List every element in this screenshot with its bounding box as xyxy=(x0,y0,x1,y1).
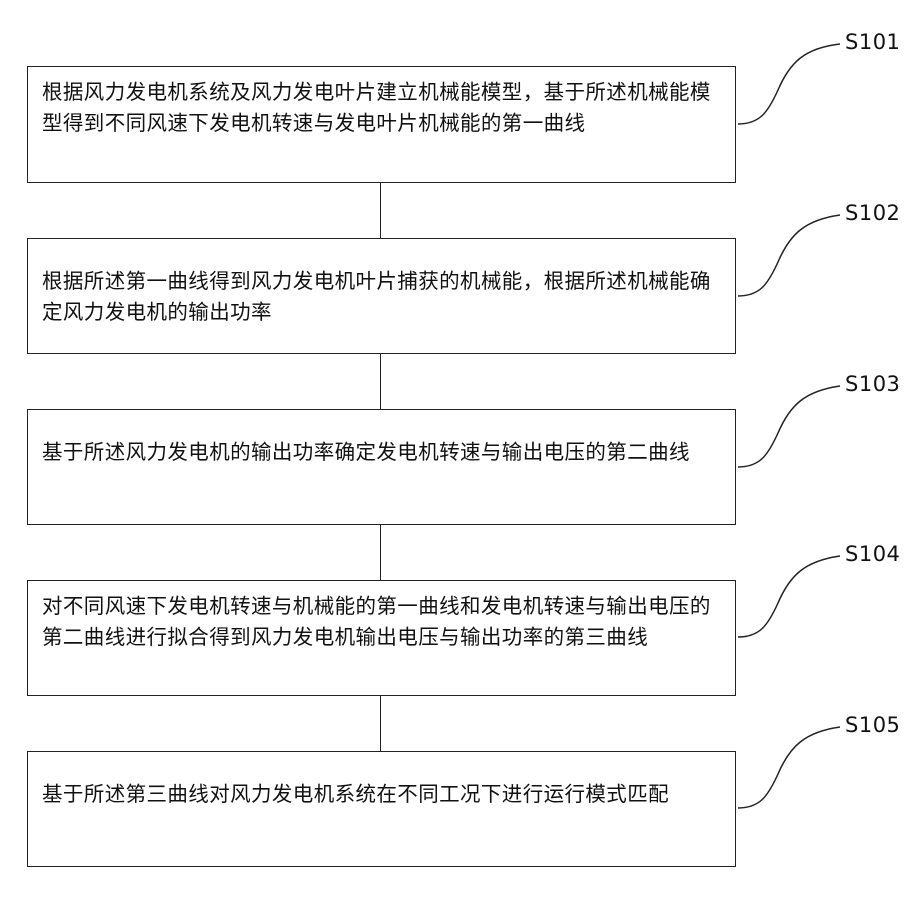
leader-s104 xyxy=(738,556,840,637)
step-box-s102: 根据所述第一曲线得到风力发电机叶片捕获的机械能，根据所述机械能确定风力发电机的输… xyxy=(27,238,736,354)
leader-s105 xyxy=(738,727,840,808)
connector-s104-s105 xyxy=(380,696,381,751)
step-box-s101: 根据风力发电机系统及风力发电叶片建立机械能模型，基于所述机械能模型得到不同风速下… xyxy=(27,66,736,183)
connector-s103-s104 xyxy=(380,525,381,580)
step-box-s105: 基于所述第三曲线对风力发电机系统在不同工况下进行运行模式匹配 xyxy=(27,751,736,867)
leader-s101 xyxy=(738,44,840,124)
step-label-s105: S105 xyxy=(845,713,900,737)
connector-s101-s102 xyxy=(380,183,381,238)
step-text-s105: 基于所述第三曲线对风力发电机系统在不同工况下进行运行模式匹配 xyxy=(42,779,721,810)
step-text-s102: 根据所述第一曲线得到风力发电机叶片捕获的机械能，根据所述机械能确定风力发电机的输… xyxy=(42,266,721,328)
step-label-s101: S101 xyxy=(845,30,900,54)
step-label-s102: S102 xyxy=(845,201,900,225)
step-label-s104: S104 xyxy=(845,542,900,566)
step-label-s103: S103 xyxy=(845,372,900,396)
step-text-s104: 对不同风速下发电机转速与机械能的第一曲线和发电机转速与输出电压的第二曲线进行拟合… xyxy=(42,591,721,653)
step-text-s103: 基于所述风力发电机的输出功率确定发电机转速与输出电压的第二曲线 xyxy=(42,437,721,468)
step-box-s103: 基于所述风力发电机的输出功率确定发电机转速与输出电压的第二曲线 xyxy=(27,409,736,525)
leader-s102 xyxy=(738,215,840,296)
step-text-s101: 根据风力发电机系统及风力发电叶片建立机械能模型，基于所述机械能模型得到不同风速下… xyxy=(42,77,721,139)
step-box-s104: 对不同风速下发电机转速与机械能的第一曲线和发电机转速与输出电压的第二曲线进行拟合… xyxy=(27,580,736,696)
leader-s103 xyxy=(738,386,840,467)
connector-s102-s103 xyxy=(380,354,381,409)
